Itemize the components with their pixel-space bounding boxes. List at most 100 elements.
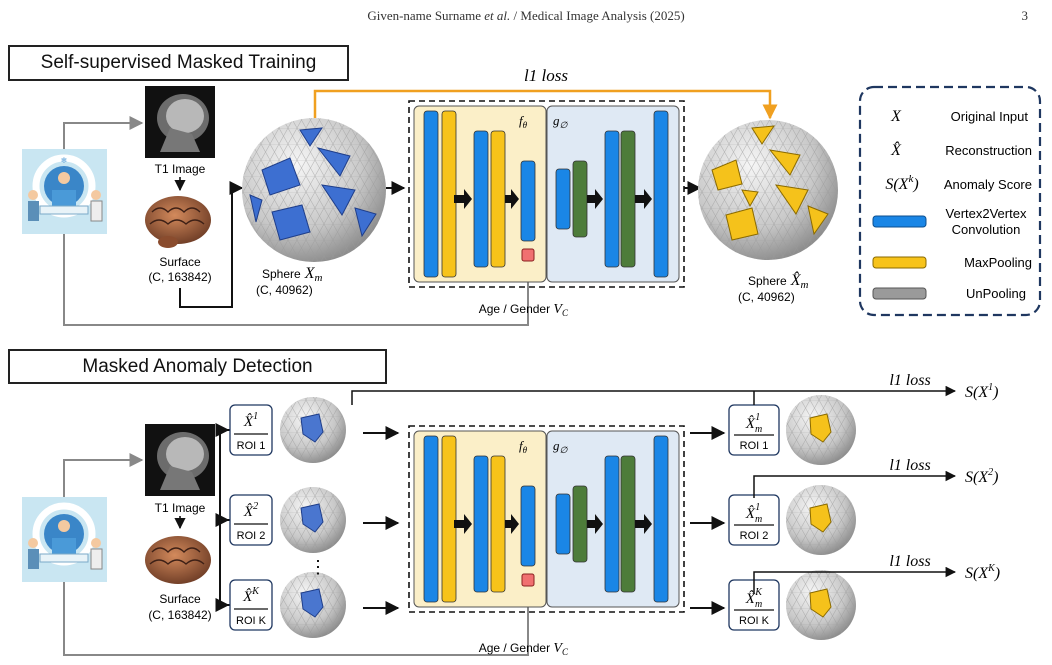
legend-maxpool-text: MaxPooling	[964, 255, 1032, 270]
surface-dims-2: (C, 163842)	[148, 608, 211, 622]
ellipsis: ⋮	[309, 557, 327, 577]
loss-label-2: l1 loss	[889, 457, 930, 474]
input-sphere-2	[280, 487, 346, 553]
input-box-1	[229, 404, 273, 456]
s1-layer-1	[423, 110, 439, 278]
loss-line-2	[753, 470, 957, 498]
legend-conv-text-1: Vertex2Vertex	[946, 206, 1027, 221]
surface-label: Surface	[159, 255, 201, 269]
input-sphere-3	[280, 572, 346, 638]
mri-scanner-illustration-2	[22, 497, 107, 582]
sphere-dims: (C, 40962)	[256, 283, 313, 297]
s1-decoder-label: g∅	[553, 113, 569, 130]
legend-symbol-xhat: X̂	[890, 140, 902, 159]
loss-line-1	[351, 385, 957, 405]
brain-surface-image	[145, 196, 211, 248]
output-sphere-2	[786, 485, 856, 555]
s2-encoder-label: fθ	[519, 438, 528, 455]
output-symbol-2: X̂m1	[745, 502, 762, 525]
l1-loss-arrow	[313, 89, 778, 120]
surface-dims: (C, 163842)	[148, 270, 211, 284]
s2-layer-10	[653, 435, 669, 603]
input-symbol-3: X̂K	[242, 586, 260, 605]
s1-layer-5	[520, 160, 536, 242]
s1-layer-6	[555, 168, 571, 230]
reconstructed-sphere	[698, 120, 838, 260]
brain-surface-image-2	[145, 536, 211, 584]
section2-title: Masked Anomaly Detection	[8, 349, 387, 384]
loss-label-3: l1 loss	[889, 553, 930, 570]
s1-layer-10	[653, 110, 669, 278]
legend: X Original Input X̂ Reconstruction S(Xk)…	[858, 85, 1042, 317]
s2-layer-6	[555, 493, 571, 555]
s2-condition-embedding	[521, 573, 535, 587]
s1-layer-3	[473, 130, 489, 268]
anomaly-score-3: S(XK)	[965, 563, 1000, 582]
s2-layer-1	[423, 435, 439, 603]
condition-label-2: Age / Gender VC	[479, 641, 569, 657]
legend-unpool-text: UnPooling	[966, 286, 1026, 301]
input-roi-3: ROI K	[236, 615, 267, 627]
s2-layer-2	[441, 435, 457, 603]
s1-layer-8	[604, 130, 620, 268]
t1-label: T1 Image	[155, 162, 206, 176]
loss-line-3	[753, 566, 957, 594]
surface-label-2: Surface	[159, 592, 201, 606]
mri-scanner-illustration: ❄	[22, 149, 107, 234]
s1-flow-arrow-2	[505, 189, 519, 209]
t1-mri-image-2	[145, 424, 215, 496]
page-number: 3	[1021, 8, 1029, 23]
loss-label-1: l1 loss	[889, 372, 930, 389]
input-sphere-1	[280, 397, 346, 463]
output-sphere-1	[786, 395, 856, 465]
input-roi-1: ROI 1	[237, 440, 266, 452]
condition-label: Age / Gender VC	[479, 302, 569, 318]
s1-condition-embedding	[521, 248, 535, 262]
s1-layer-7	[572, 160, 588, 238]
s2-flow-arrow-3	[587, 514, 603, 534]
output-roi-3: ROI K	[739, 615, 770, 627]
anomaly-score-1: S(X1)	[965, 382, 998, 401]
output-roi-1: ROI 1	[740, 440, 769, 452]
input-roi-2: ROI 2	[237, 530, 266, 542]
l1-loss-label: l1 loss	[524, 66, 568, 85]
masked-input-sphere	[242, 118, 386, 262]
s1-flow-arrow-4	[635, 189, 652, 209]
s2-layer-9	[620, 455, 636, 593]
s2-layer-5	[520, 485, 536, 567]
legend-reconstruction: Reconstruction	[945, 143, 1032, 158]
output-symbol-1: X̂m1	[745, 412, 762, 435]
legend-anomaly-score: Anomaly Score	[944, 177, 1032, 192]
anomaly-score-2: S(X2)	[965, 467, 998, 486]
legend-symbol-score: S(Xk)	[885, 173, 918, 193]
section1-title: Self-supervised Masked Training	[8, 45, 349, 81]
input-box-2	[229, 494, 273, 546]
legend-conv-text-2: Convolution	[952, 222, 1021, 237]
s1-flow-arrow-3	[587, 189, 603, 209]
s1-encoder-label: fθ	[519, 113, 528, 130]
s2-flow-arrow-4	[635, 514, 652, 534]
t1-mri-image	[145, 86, 215, 158]
s2-layer-8	[604, 455, 620, 593]
out-sphere-dims: (C, 40962)	[738, 290, 795, 304]
t1-label-2: T1 Image	[155, 501, 206, 515]
network-section1: fθ g∅	[408, 100, 685, 288]
legend-unpool-swatch	[872, 287, 927, 300]
s2-flow-arrow-1	[454, 514, 472, 534]
s1-layer-9	[620, 130, 636, 268]
s2-layer-4	[490, 455, 506, 593]
legend-maxpool-swatch	[872, 256, 927, 269]
output-symbol-3: X̂mK	[745, 587, 763, 610]
s1-flow-arrow-1	[454, 189, 472, 209]
output-sphere-3	[786, 570, 856, 640]
running-head: Given-name Surname et al. / Medical Imag…	[367, 8, 685, 23]
s1-layer-2	[441, 110, 457, 278]
svg-text:❄: ❄	[61, 156, 68, 165]
